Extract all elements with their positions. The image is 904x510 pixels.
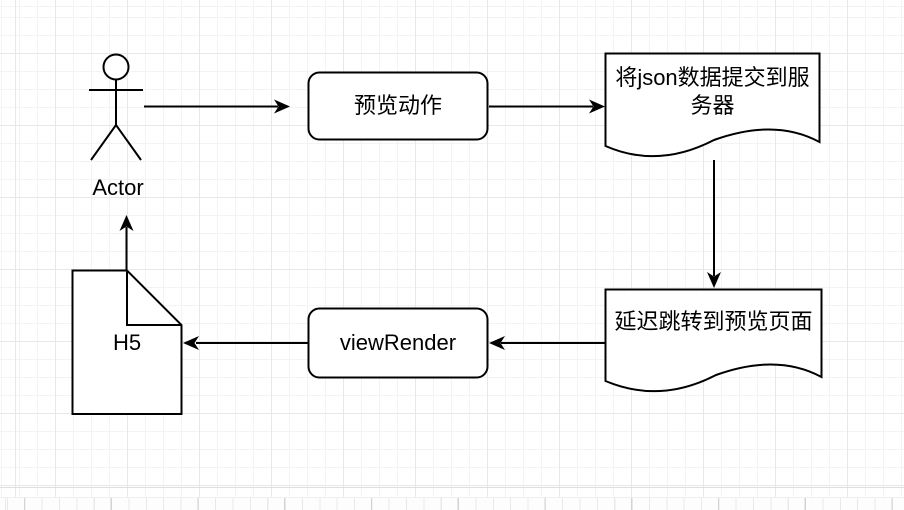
arrowhead-up-icon bbox=[119, 215, 134, 231]
arrowhead-down-icon bbox=[707, 272, 721, 288]
arrowhead-left-icon bbox=[489, 336, 505, 350]
connector-actor-to-preview[interactable] bbox=[144, 99, 290, 114]
arrowhead-right-icon bbox=[274, 99, 290, 114]
actor-icon-head bbox=[102, 53, 130, 81]
node-h5-note[interactable] bbox=[71, 269, 183, 415]
connector-h5-to-actor[interactable] bbox=[119, 215, 134, 270]
diagram-svg bbox=[71, 52, 823, 415]
node-delay-jump-document[interactable] bbox=[604, 288, 823, 393]
node-submit-json-document[interactable] bbox=[604, 52, 821, 158]
node-view-render[interactable] bbox=[307, 307, 489, 379]
actor-icon-right-leg bbox=[115, 124, 142, 161]
connector-viewrender-to-h5[interactable] bbox=[183, 336, 308, 350]
connector-submit-to-delay[interactable] bbox=[707, 160, 721, 288]
node-preview-action[interactable] bbox=[307, 71, 489, 141]
connector-delay-to-viewrender[interactable] bbox=[489, 336, 605, 350]
actor-icon-left-leg bbox=[90, 124, 117, 161]
note-outline bbox=[71, 269, 183, 415]
arrowhead-right-icon bbox=[589, 99, 605, 114]
page-edge-line bbox=[0, 487, 904, 488]
arrowhead-left-icon bbox=[183, 336, 199, 350]
actor-node[interactable] bbox=[89, 53, 143, 161]
diagram-canvas[interactable]: Actor 预览动作 将json数据提交到服 务器 延迟跳转到预览页面 view… bbox=[0, 0, 904, 497]
note-fold-icon bbox=[126, 270, 182, 326]
off-page-grid-strip bbox=[0, 497, 904, 510]
connector-preview-to-submit[interactable] bbox=[489, 99, 605, 114]
